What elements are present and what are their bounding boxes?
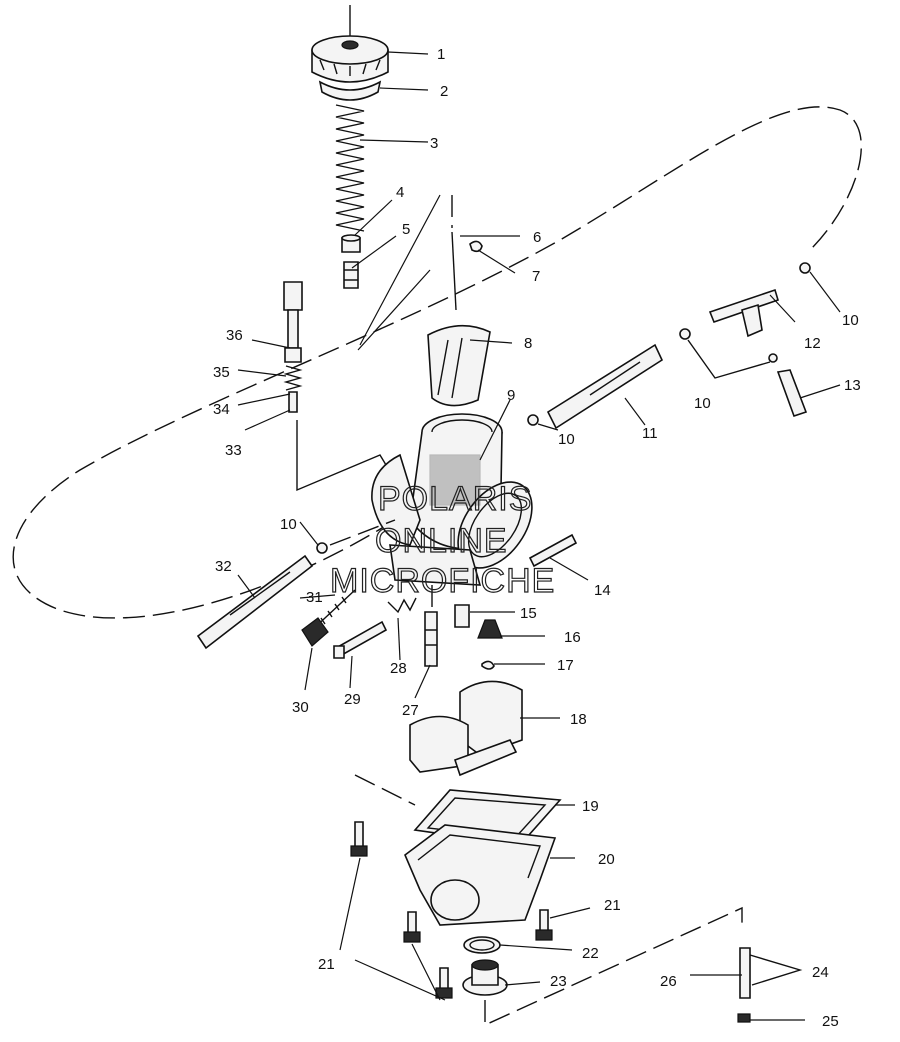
callout-7: 7	[532, 268, 540, 285]
callout-3: 3	[430, 135, 438, 152]
callout-13: 13	[844, 377, 861, 394]
pin-part-24	[749, 954, 803, 986]
float-bowl-part-20	[404, 824, 557, 926]
o-ring-part-22	[463, 936, 501, 954]
choke-cable-part-36	[283, 281, 303, 349]
watermark-line-3: MICROFICHE	[330, 562, 555, 600]
throttle-stop-screw-part-14	[528, 533, 578, 568]
pilot-spring-part-28	[387, 597, 417, 614]
callout-21b: 21	[318, 956, 335, 973]
needle-holder-part-5	[343, 261, 359, 289]
carb-cap-part-1	[311, 5, 389, 83]
callout-32: 32	[215, 558, 232, 575]
choke-nut-part-35	[284, 347, 302, 363]
vent-hose-part-11	[546, 343, 664, 430]
callout-6: 6	[533, 229, 541, 246]
callout-28: 28	[390, 660, 407, 677]
callout-12: 12	[804, 335, 821, 352]
callout-8: 8	[524, 335, 532, 352]
cap-gasket-part-2	[318, 80, 382, 101]
hose-clamp-part-10-b	[679, 328, 778, 379]
drain-plug-part-23	[462, 959, 508, 996]
pilot-screw-part-29	[333, 620, 388, 659]
main-jet-holder-part-27	[424, 611, 438, 667]
callout-22: 22	[582, 945, 599, 962]
callout-20: 20	[598, 851, 615, 868]
guide-line-drain	[484, 906, 743, 1027]
callout-24: 24	[812, 964, 829, 981]
throttle-valve-part-8	[427, 324, 491, 407]
needle-retainer-part-4	[341, 234, 361, 253]
assembly-boundary-loop	[12, 106, 862, 619]
choke-spring-part-34	[283, 365, 303, 391]
jet-part-15	[454, 604, 470, 628]
drain-hose-part-32	[196, 554, 314, 650]
callout-11: 11	[642, 425, 658, 442]
bowl-screw-part-21-a	[350, 821, 368, 857]
callout-15: 15	[520, 605, 537, 622]
leader-lines	[237, 51, 841, 1021]
float-assembly-part-18	[409, 680, 523, 777]
callout-4: 4	[396, 184, 404, 201]
callout-35: 35	[213, 364, 230, 381]
callout-9: 9	[507, 387, 515, 404]
callout-16: 16	[564, 629, 581, 646]
guide-line-bowl	[354, 774, 416, 806]
callout-36: 36	[226, 327, 243, 344]
callout-31: 31	[306, 589, 323, 606]
callout-10b: 10	[694, 395, 711, 412]
callout-5: 5	[402, 221, 410, 238]
watermark-line-1: POLARIS	[378, 480, 532, 518]
watermark-line-2: ONLINE	[375, 522, 508, 560]
callout-1: 1	[437, 46, 445, 63]
callout-29: 29	[344, 691, 361, 708]
callout-33: 33	[225, 442, 242, 459]
callout-21a: 21	[604, 897, 621, 914]
callout-10c: 10	[558, 431, 575, 448]
vent-hose-part-13	[776, 369, 808, 418]
callout-18: 18	[570, 711, 587, 728]
callout-30: 30	[292, 699, 309, 716]
adjuster-knob-part-30	[301, 617, 329, 647]
callout-26: 26	[660, 973, 677, 990]
screw-part-25	[737, 1013, 751, 1023]
hose-clamp-part-10-a	[799, 262, 811, 274]
guide-line-screws	[339, 857, 446, 1001]
guide-line-needle	[357, 194, 441, 351]
callout-25: 25	[822, 1013, 839, 1030]
hose-clamp-part-10-d	[316, 542, 328, 554]
callout-10d: 10	[280, 516, 297, 533]
bowl-screw-part-21-c	[535, 909, 553, 941]
callout-14: 14	[594, 582, 611, 599]
float-pin-part-26	[739, 947, 751, 999]
guide-line-clamp	[329, 519, 396, 546]
callout-2: 2	[440, 83, 448, 100]
choke-plunger-part-33	[288, 391, 298, 413]
jet-needle-part-6	[451, 195, 457, 311]
main-jet-part-16	[477, 619, 503, 639]
e-clip-part-7	[469, 240, 483, 253]
callout-19: 19	[582, 798, 599, 815]
tee-fitting-part-12	[708, 288, 779, 338]
callout-27: 27	[402, 702, 419, 719]
callout-23: 23	[550, 973, 567, 990]
callout-34: 34	[213, 401, 230, 418]
bowl-screw-part-21-d	[435, 967, 453, 999]
washer-part-17	[481, 660, 495, 670]
callout-10a: 10	[842, 312, 859, 329]
hose-clamp-part-10-c	[527, 414, 539, 426]
bowl-screw-part-21-b	[403, 911, 421, 943]
carburetor-body-part-9	[371, 413, 533, 586]
callout-17: 17	[557, 657, 574, 674]
throttle-spring-part-3	[335, 104, 365, 232]
